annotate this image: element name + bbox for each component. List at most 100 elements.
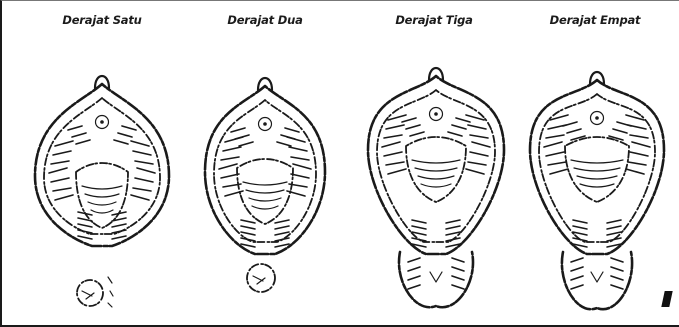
hatch-upper-left <box>72 133 86 137</box>
hatch-left <box>546 135 564 138</box>
lower-hatch-left <box>241 232 255 235</box>
hatch-right <box>630 152 648 156</box>
lower-hatch-right <box>275 232 289 235</box>
hatch-upper-left <box>235 135 249 139</box>
lower-hatch-left <box>573 220 587 223</box>
mass-hatch-left <box>571 276 583 280</box>
hatch-upper-left <box>68 126 82 130</box>
hatch-left <box>384 152 402 156</box>
hatch-right <box>293 164 311 169</box>
scatter-marks <box>108 277 113 307</box>
lower-hatch-left <box>78 236 92 239</box>
hatch-right <box>133 188 151 191</box>
hatch-right <box>472 142 490 147</box>
mass-hatch-right <box>452 258 464 262</box>
hatch-left <box>223 147 241 151</box>
hatch-right <box>468 125 486 129</box>
rugae-line <box>412 160 460 163</box>
rugae-line <box>88 202 116 205</box>
mass-hatch-right <box>611 267 623 271</box>
hatch-left <box>388 169 406 174</box>
hatch-upper-left <box>410 132 424 136</box>
panel-derajat-dua: Derajat Dua <box>181 0 349 327</box>
body-outline <box>530 80 664 254</box>
hatch-left <box>546 152 564 156</box>
mass-hatch-right <box>611 276 623 280</box>
hatch-left <box>49 168 67 173</box>
mass-hatch-left <box>408 258 420 262</box>
panel-derajat-satu: Derajat Satu <box>18 0 186 327</box>
lower-hatch-right <box>275 220 289 223</box>
lower-hatch-left <box>412 220 426 223</box>
rugae-line <box>577 176 617 179</box>
lower-hatch-right <box>275 244 289 247</box>
stage-2-illustration <box>181 0 349 327</box>
hatch-upper-right <box>114 140 128 144</box>
protrusion-mass <box>562 252 632 309</box>
hatch-upper-right <box>118 133 132 137</box>
prolapse-bulge <box>237 159 293 224</box>
lower-hatch-left <box>412 226 426 229</box>
mass-hatch-left <box>408 267 420 271</box>
hatch-right <box>466 169 484 174</box>
mass-hatch-right <box>611 258 623 262</box>
lower-hatch-right <box>607 226 621 229</box>
prolapse-bulge <box>76 163 128 228</box>
hatch-right <box>626 169 644 174</box>
lower-hatch-left <box>241 226 255 229</box>
mass-center-mark <box>591 272 603 282</box>
protrusion-marks <box>82 291 94 299</box>
hatch-left <box>386 162 404 165</box>
hatch-right <box>137 168 155 173</box>
hatch-right <box>131 195 149 200</box>
hatch-upper-right <box>456 118 470 122</box>
rugae-line <box>243 182 287 185</box>
hatch-upper-left <box>563 122 577 126</box>
lower-hatch-left <box>78 224 92 227</box>
hatch-left <box>51 178 69 182</box>
rugae-line <box>421 184 451 187</box>
rugae-line <box>85 194 119 197</box>
hatch-upper-left <box>231 128 245 132</box>
hatch-upper-left <box>406 125 420 129</box>
mass-hatch-left <box>571 258 583 262</box>
urethral-dot <box>434 112 438 116</box>
lower-hatch-left <box>412 238 426 241</box>
rugae-line <box>252 206 278 209</box>
inner-contour <box>539 94 655 242</box>
hatch-left <box>550 169 568 174</box>
hatch-upper-right <box>281 135 295 139</box>
lower-hatch-left <box>241 220 255 223</box>
inner-contour <box>44 98 160 234</box>
hatch-left <box>221 157 239 160</box>
rugae-line <box>418 176 454 179</box>
rugae-line <box>571 160 623 163</box>
rugae-line <box>580 184 614 187</box>
panel-derajat-tiga: Derajat Tiga <box>350 0 518 327</box>
mass-hatch-right <box>452 267 464 271</box>
hatch-left <box>548 162 566 165</box>
hatch-right <box>131 141 149 146</box>
lower-hatch-right <box>275 226 289 229</box>
mass-hatch-left <box>571 285 583 289</box>
hatch-upper-left <box>239 142 253 146</box>
hatch-upper-left <box>402 118 416 122</box>
hatch-right <box>135 178 153 182</box>
rugae-line <box>415 168 457 171</box>
rugae-line <box>249 198 281 201</box>
urethral-dot <box>100 120 104 124</box>
rugae-line <box>82 186 122 189</box>
protrusion-marks <box>253 276 265 284</box>
urethral-dot <box>595 116 599 120</box>
mass-hatch-right <box>611 285 623 289</box>
hatch-right <box>291 157 309 160</box>
hatch-upper-right <box>613 129 627 133</box>
hatch-left <box>544 142 562 147</box>
lower-hatch-right <box>446 220 460 223</box>
hatch-upper-left <box>76 140 90 144</box>
hatch-left <box>53 188 71 191</box>
hatch-right <box>632 142 650 147</box>
lower-hatch-right <box>446 226 460 229</box>
stage-4-illustration <box>511 0 679 327</box>
protrusion <box>77 280 103 306</box>
